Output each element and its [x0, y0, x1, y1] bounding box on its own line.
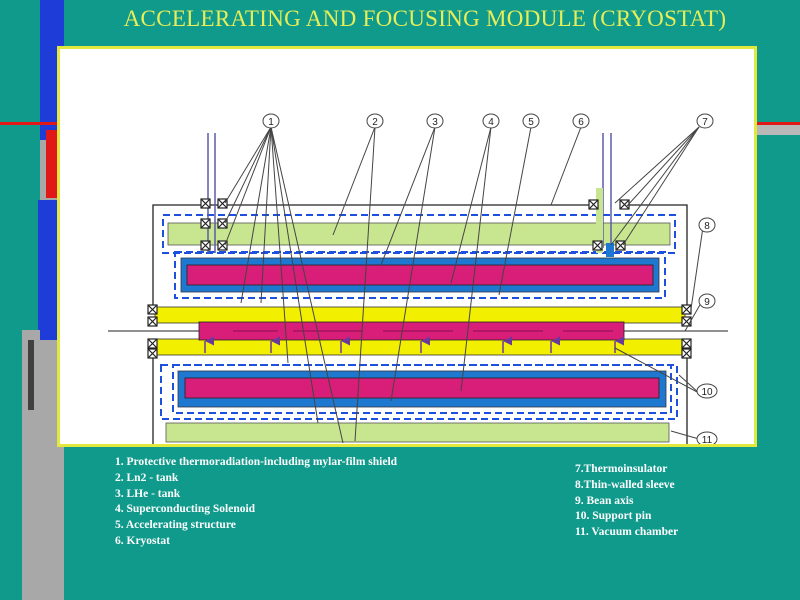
- legend-item: 5. Accelerating structure: [115, 519, 236, 532]
- svg-text:9: 9: [704, 297, 710, 308]
- callout-5: 5: [522, 113, 540, 129]
- svg-text:6: 6: [578, 117, 584, 128]
- legend-item: 6. Kryostat: [115, 534, 170, 547]
- legend-left: 1. Protective thermoradiation-including …: [115, 455, 397, 550]
- kryostat-outline: [152, 204, 688, 444]
- accelerating-structure-top: [154, 306, 686, 324]
- svg-text:4: 4: [488, 117, 494, 128]
- callout-6: 6: [572, 113, 590, 129]
- legend-right: 7.Thermoinsulator 8.Thin-walled sleeve 9…: [575, 462, 678, 541]
- cryostat-diagram: 1 2 3 4 5 6 7 8 9 10 11: [108, 113, 728, 444]
- callout-bubbles: 1 2 3 4 5 6 7 8 9 10 11: [262, 113, 718, 444]
- deco-blue-block: [38, 200, 58, 340]
- legend-item: 1. Protective thermoradiation-including …: [115, 456, 398, 468]
- callout-9: 9: [698, 293, 716, 309]
- deco-red-line-right: [757, 122, 800, 125]
- svg-text:3: 3: [432, 117, 438, 128]
- deco-gray-bar-right: [757, 125, 800, 135]
- legend-item: 9. Bean axis: [575, 494, 634, 507]
- deco-dark-strip-left: [28, 340, 34, 410]
- leader-lines: [224, 126, 704, 444]
- svg-text:10: 10: [701, 387, 713, 398]
- radiation-shields: [160, 214, 678, 420]
- callout-10: 10: [696, 383, 718, 399]
- callout-8: 8: [698, 217, 716, 233]
- legend-item: 2. Ln2 - tank: [115, 471, 179, 484]
- support-pins: [204, 336, 624, 353]
- deco-gray-strip-left: [22, 330, 40, 600]
- svg-text:5: 5: [528, 117, 534, 128]
- callout-1: 1: [262, 113, 280, 129]
- callout-11: 11: [696, 431, 718, 444]
- svg-text:8: 8: [704, 221, 710, 232]
- legend-item: 10. Support pin: [575, 510, 652, 523]
- legend-item: 3. LHe - tank: [115, 487, 181, 500]
- callout-2: 2: [366, 113, 384, 129]
- ln2-feed-right: [596, 188, 603, 253]
- svg-text:11: 11: [702, 435, 713, 444]
- thermoinsulator-pads: [147, 198, 692, 359]
- deco-red-line-left: [0, 122, 57, 125]
- svg-text:1: 1: [268, 117, 274, 128]
- legend-item: 8.Thin-walled sleeve: [575, 478, 675, 491]
- ln2-tank-top: [167, 222, 671, 246]
- solenoid-top: [186, 264, 654, 286]
- solenoid-bottom: [184, 377, 660, 399]
- slide-title: ACCELERATING AND FOCUSING MODULE (CRYOST…: [123, 6, 727, 31]
- ln2-tank-bottom: [165, 422, 670, 443]
- legend-item: 4. Superconducting Solenoid: [115, 503, 256, 516]
- svg-text:2: 2: [372, 117, 378, 128]
- callout-4: 4: [482, 113, 500, 129]
- svg-text:7: 7: [702, 117, 708, 128]
- legend-item: 11. Vacuum chamber: [575, 526, 679, 539]
- accelerating-structure-bottom: [154, 338, 686, 356]
- callout-7: 7: [696, 113, 714, 129]
- callout-3: 3: [426, 113, 444, 129]
- diagram-panel: 1 2 3 4 5 6 7 8 9 10 11: [57, 46, 757, 447]
- legend-item: 7.Thermoinsulator: [575, 463, 668, 475]
- deco-red-block: [46, 130, 58, 198]
